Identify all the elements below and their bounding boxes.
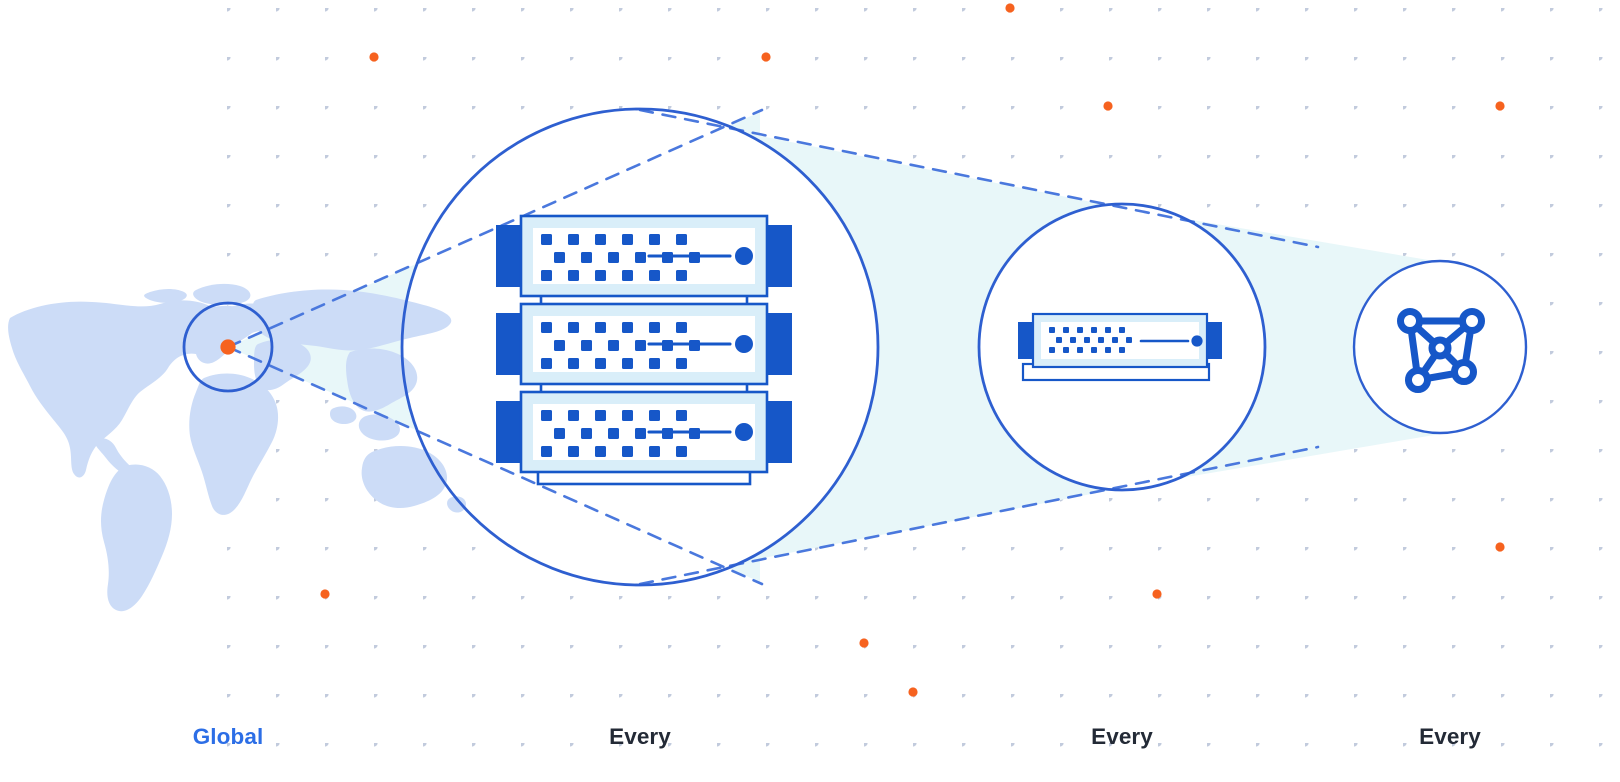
dashed-guide-lines bbox=[226, 108, 1320, 586]
label-every-service-line1: Every bbox=[1419, 723, 1481, 749]
single-server-illustration bbox=[1018, 312, 1222, 382]
label-global-network-line1: Global bbox=[192, 723, 264, 749]
label-every-server-line1: Every bbox=[1091, 723, 1153, 749]
rack-unit-1 bbox=[496, 214, 792, 298]
service-circle bbox=[1352, 259, 1528, 435]
data-center-circle bbox=[400, 107, 880, 587]
label-every-service: Every service bbox=[1350, 668, 1550, 782]
map-focus-circle bbox=[182, 301, 274, 393]
grid-highlight-dots bbox=[320, 3, 1505, 697]
network-mesh-nodes bbox=[1397, 308, 1485, 393]
rack-unit-2 bbox=[496, 302, 792, 386]
label-global-network: Global network bbox=[128, 668, 328, 782]
rack-unit-3 bbox=[496, 390, 792, 474]
label-every-server: Every server bbox=[1022, 668, 1222, 782]
server-circle bbox=[977, 202, 1267, 492]
label-every-data-center: Every data center bbox=[520, 668, 760, 782]
label-every-data-center-line1: Every bbox=[609, 723, 671, 749]
map-location-marker bbox=[220, 339, 236, 355]
